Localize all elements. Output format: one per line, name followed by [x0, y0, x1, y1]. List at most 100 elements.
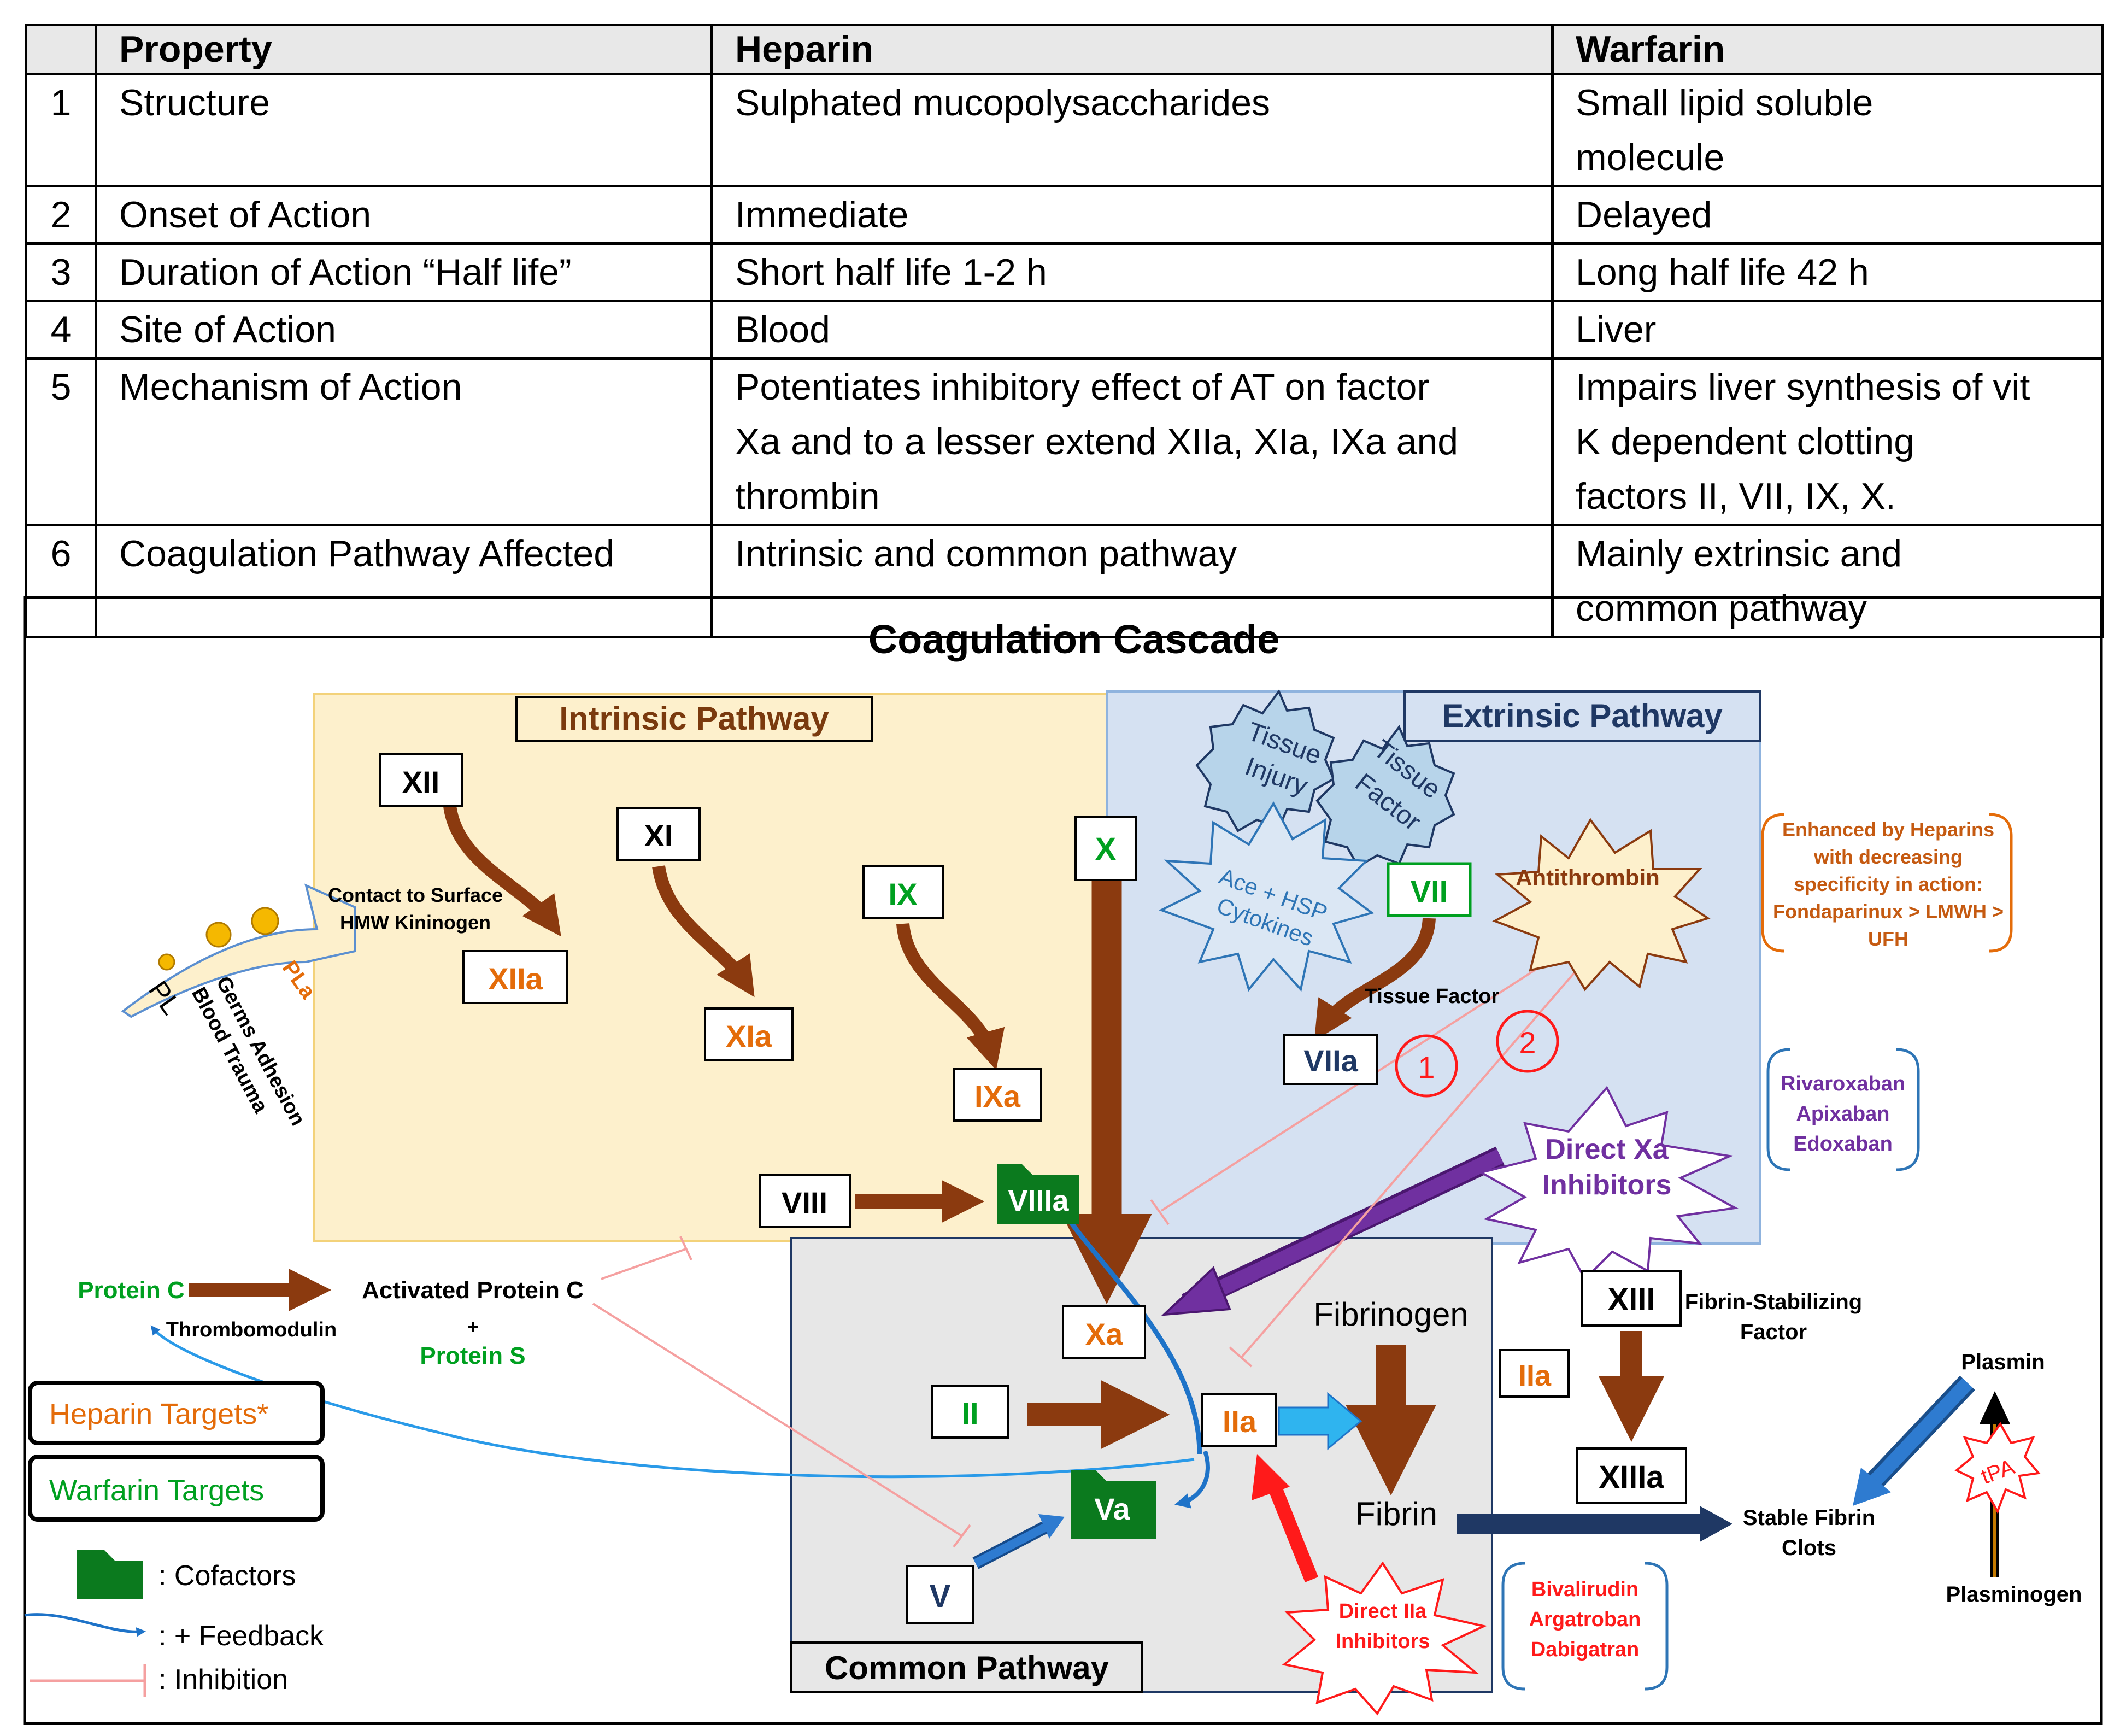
direct-xa-label-line2: Inhibitors — [1542, 1169, 1672, 1201]
table-header-cell: Heparin — [710, 24, 1554, 75]
row-number-cell: 6 — [25, 524, 97, 638]
heparin-cell: Short half life 1-2 h — [710, 242, 1554, 302]
legend-warfarin-targets-box — [28, 1455, 325, 1522]
inhibition-bar — [679, 1236, 692, 1260]
plasminogen-arrowhead — [1980, 1391, 2010, 1424]
common-pathway-label: Common Pathway — [825, 1650, 1109, 1686]
factor-xiiia-label: XIIIa — [1599, 1459, 1664, 1495]
table-header-cell — [25, 24, 97, 75]
factor-xii-box — [379, 753, 463, 807]
row-number-cell: 2 — [25, 185, 97, 245]
factor-x-box — [1074, 816, 1137, 881]
warfarin-cell: Delayed — [1551, 185, 2104, 245]
protein-c-label: Protein C — [78, 1277, 185, 1304]
factor-ix-label: IX — [889, 877, 918, 911]
factor-ixa-label: IXa — [974, 1079, 1021, 1113]
stable-clots-label-line2: Clots — [1782, 1536, 1836, 1560]
warfarin-cell-line: factors II, VII, IX, X. — [1576, 476, 1896, 517]
fibrin-to-clot-arrowhead — [1700, 1506, 1732, 1542]
inhibition-bar — [1229, 1346, 1253, 1368]
factor-viii-box — [759, 1174, 851, 1228]
factor-iia-label: IIa — [1223, 1404, 1257, 1439]
plasminogen-label: Plasminogen — [1946, 1582, 2082, 1606]
table-header-cell: Warfarin — [1551, 24, 2104, 75]
extrinsic-pathway-label: Extrinsic Pathway — [1442, 697, 1723, 734]
stable-clots-label-line1: Stable Fibrin — [1743, 1506, 1875, 1530]
row-number-cell: 3 — [25, 242, 97, 302]
protein-s-label: Protein S — [420, 1342, 525, 1369]
inhibition-marker-1-label: 1 — [1418, 1050, 1435, 1084]
thrombomodulin-label: Thrombomodulin — [166, 1318, 337, 1341]
factor-viii-label: VIII — [782, 1186, 827, 1220]
activated-protein-c-label: Activated Protein C — [362, 1277, 584, 1304]
antithrombin-starburst-icon — [1492, 818, 1711, 992]
legend-cofactor-folder-icon — [77, 1550, 143, 1599]
xi-to-xia-arrow — [652, 865, 755, 998]
heparins-note-line4: Fondaparinux > LMWH > — [1773, 900, 2004, 923]
inhibition-bar — [1150, 1199, 1170, 1225]
row-number-cell: 1 — [25, 73, 97, 187]
warfarin-cell-line: K dependent clotting — [1576, 421, 1915, 462]
factor-xiia-box — [462, 950, 568, 1004]
platelet-granule-icon — [205, 922, 232, 948]
heparins-note-line5: UFH — [1868, 928, 1908, 950]
warfarin-cell: Long half life 42 h — [1551, 242, 2104, 302]
heparin-cell: Sulphated mucopolysaccharides — [710, 73, 1554, 187]
legend-heparin-targets-box — [28, 1381, 325, 1445]
factor-v-box — [906, 1565, 974, 1624]
factor-xii-label: XII — [402, 765, 439, 799]
intrinsic-pathway-label-box — [515, 696, 873, 742]
heparins-note-brackets — [1761, 813, 2013, 953]
factor-xiii-label: XIII — [1607, 1282, 1655, 1317]
tissue-injury-gear-icon — [1195, 689, 1335, 832]
property-cell: Onset of Action — [95, 185, 713, 245]
factor-viiia-cofactor-folder — [997, 1164, 1079, 1224]
contact-surface-label: Contact to Surface — [328, 884, 503, 906]
warfarin-cell-line: common pathway — [1576, 588, 1867, 629]
fibrinogen-label: Fibrinogen — [1313, 1296, 1469, 1333]
common-pathway-label-box — [790, 1641, 1143, 1693]
protein-s-plus-label: + — [467, 1316, 478, 1338]
factor-xiii-box — [1581, 1270, 1682, 1327]
legend-inhibition-label: : Inhibition — [158, 1664, 288, 1696]
property-cell: Duration of Action “Half life” — [95, 242, 713, 302]
tissue-factor-gear-icon — [1315, 725, 1455, 868]
inhibition-bar — [953, 1524, 971, 1548]
warfarin-cell-line: Impairs liver synthesis of vit — [1576, 366, 2030, 408]
direct-xa-starburst-icon — [1478, 1086, 1739, 1281]
ace-hsp-starburst-icon — [1158, 801, 1375, 992]
iia-to-fibrin-arrow — [1278, 1392, 1362, 1451]
factor-ixa-box — [953, 1068, 1042, 1122]
fibrin-stabilizing-label-line2: Factor — [1740, 1320, 1807, 1344]
direct-iia-starburst-icon — [1282, 1561, 1488, 1716]
intrinsic-pathway-label: Intrinsic Pathway — [559, 700, 829, 737]
xa-drug-rivaroxaban: Rivaroxaban — [1781, 1072, 1905, 1095]
tpa-starburst-icon — [1954, 1422, 2041, 1514]
direct-iia-inhibitor-arrow — [1266, 1481, 1319, 1582]
tissue-factor-label: Tissue Factor — [1365, 985, 1500, 1008]
inhibition-marker-1 — [1395, 1034, 1458, 1098]
iia-drug-argatroban: Argatroban — [1529, 1608, 1641, 1631]
heparin-cell-line: thrombin — [735, 476, 880, 517]
heparin-cell: Blood — [710, 300, 1554, 360]
xa-drug-edoxaban: Edoxaban — [1793, 1133, 1893, 1156]
iia-drug-dabigatran: Dabigatran — [1531, 1638, 1639, 1661]
factor-xiiia-box — [1576, 1447, 1687, 1504]
inhibition-marker-2-label: 2 — [1519, 1025, 1536, 1060]
property-cell: Mechanism of Action — [95, 357, 713, 526]
factor-vii-box — [1387, 862, 1472, 917]
factor-x-label: X — [1095, 831, 1117, 867]
factor-viia-label: VIIa — [1303, 1043, 1358, 1078]
hmw-kininogen-label: HMW Kininogen — [340, 911, 491, 934]
property-cell: Structure — [95, 73, 713, 187]
factor-iia-side-label: IIa — [1518, 1359, 1552, 1392]
warfarin-cell: Liver — [1551, 300, 2104, 360]
platelet-granule-icon — [251, 907, 279, 935]
factor-xi-box — [616, 807, 701, 861]
